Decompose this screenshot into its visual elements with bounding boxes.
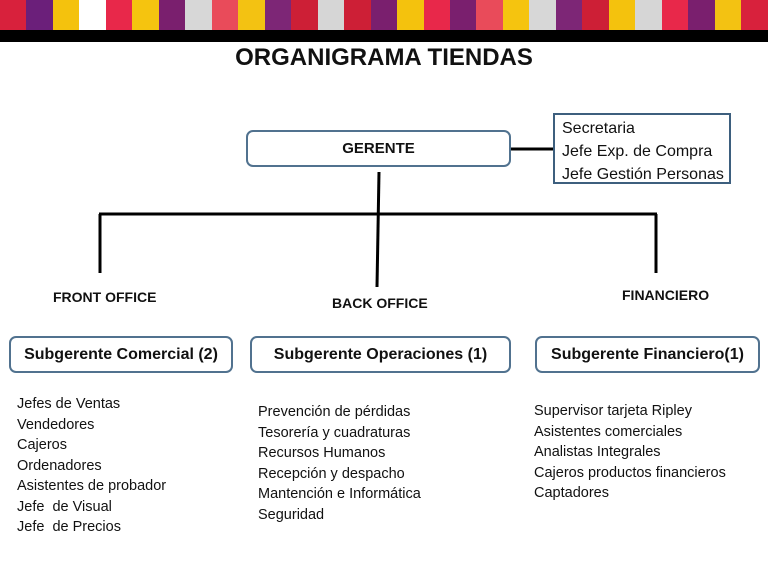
role-item: Asistentes de probador	[17, 476, 166, 497]
gerente-box: GERENTE	[246, 130, 511, 167]
role-item: Supervisor tarjeta Ripley	[534, 401, 726, 422]
subgerente-financiero-box: Subgerente Financiero(1)	[535, 336, 760, 373]
subgerente-label: Subgerente Operaciones (1)	[274, 346, 487, 364]
staff-item: Jefe Gestión Personas	[562, 163, 729, 186]
role-item: Cajeros productos financieros	[534, 463, 726, 484]
role-item: Mantención e Informática	[258, 484, 421, 505]
role-item: Jefe de Precios	[17, 517, 166, 538]
front-office-role-list: Jefes de Ventas Vendedores Cajeros Orden…	[17, 394, 166, 538]
subgerente-label: Subgerente Financiero(1)	[551, 346, 744, 364]
gerente-label: GERENTE	[342, 140, 415, 157]
subgerente-label: Subgerente Comercial (2)	[24, 346, 218, 364]
role-item: Analistas Integrales	[534, 442, 726, 463]
financiero-role-list: Supervisor tarjeta Ripley Asistentes com…	[534, 401, 726, 504]
role-item: Tesorería y cuadraturas	[258, 423, 421, 444]
dept-front-office: FRONT OFFICE	[53, 289, 156, 305]
role-item: Vendedores	[17, 415, 166, 436]
dept-back-office: BACK OFFICE	[332, 295, 428, 311]
staff-item: Secretaria	[562, 117, 729, 140]
role-item: Asistentes comerciales	[534, 422, 726, 443]
staff-item: Jefe Exp. de Compra	[562, 140, 729, 163]
role-item: Jefe de Visual	[17, 497, 166, 518]
dept-financiero: FINANCIERO	[622, 287, 709, 303]
role-item: Ordenadores	[17, 456, 166, 477]
subgerente-comercial-box: Subgerente Comercial (2)	[9, 336, 233, 373]
staff-box: Secretaria Jefe Exp. de Compra Jefe Gest…	[553, 113, 731, 184]
role-item: Jefes de Ventas	[17, 394, 166, 415]
role-item: Captadores	[534, 483, 726, 504]
role-item: Recepción y despacho	[258, 464, 421, 485]
back-office-role-list: Prevención de pérdidas Tesorería y cuadr…	[258, 402, 421, 525]
role-item: Recursos Humanos	[258, 443, 421, 464]
role-item: Seguridad	[258, 505, 421, 526]
role-item: Prevención de pérdidas	[258, 402, 421, 423]
subgerente-operaciones-box: Subgerente Operaciones (1)	[250, 336, 511, 373]
role-item: Cajeros	[17, 435, 166, 456]
gerente-trunk-line	[377, 172, 379, 287]
